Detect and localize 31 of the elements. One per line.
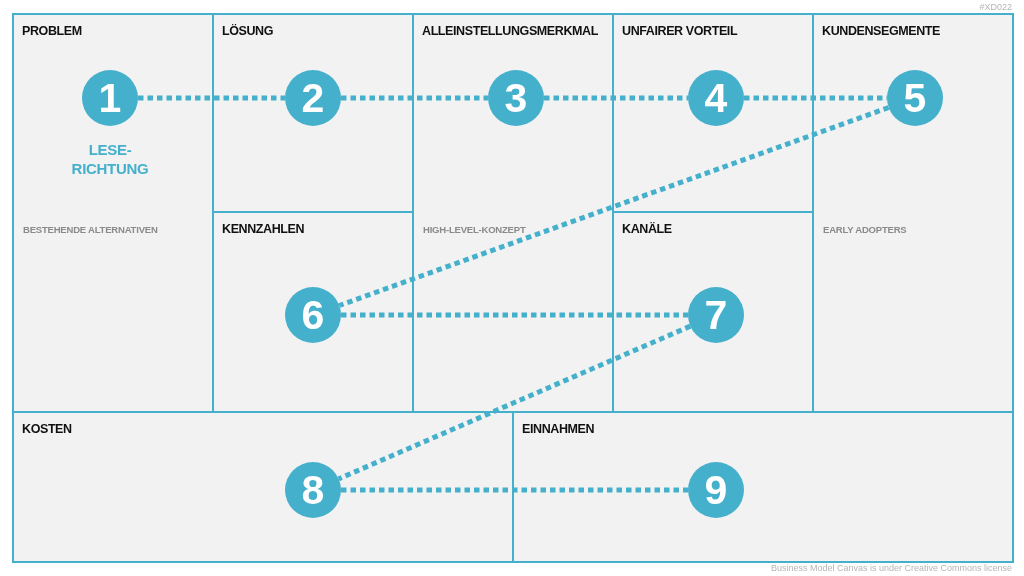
- canvas-panel: [612, 13, 814, 213]
- canvas-panel: [412, 13, 614, 413]
- dotted-connector-line: [341, 487, 688, 493]
- panel-heading: LÖSUNG: [222, 24, 274, 39]
- panel-heading: EINNAHMEN: [522, 422, 595, 437]
- dotted-connector-line: [337, 323, 692, 482]
- canvas-panel: [612, 211, 814, 413]
- dotted-connector-line: [341, 95, 488, 101]
- panel-heading: KENNZAHLEN: [222, 222, 305, 237]
- panel-heading: ALLEINSTELLUNGSMERKMAL: [422, 24, 598, 39]
- canvas-panel: [12, 411, 514, 563]
- canvas-panel: [212, 211, 414, 413]
- dotted-connector-line: [338, 105, 890, 308]
- dotted-connector-line: [341, 312, 688, 318]
- panel-heading: PROBLEM: [22, 24, 82, 39]
- dotted-connector-line: [544, 95, 688, 101]
- canvas-panel: [512, 411, 1014, 563]
- panel-subheading: BESTEHENDE ALTERNATIVEN: [23, 224, 158, 236]
- license-note: Business Model Canvas is under Creative Commons license: [770, 564, 1012, 573]
- panel-subheading: HIGH-LEVEL-KONZEPT: [423, 224, 526, 236]
- panel-heading: KUNDENSEGMENTE: [822, 24, 941, 39]
- canvas-panel: [812, 13, 1014, 413]
- panel-heading: UNFAIRER VORTEIL: [622, 24, 738, 39]
- canvas-panel: [12, 13, 214, 413]
- dotted-connector-line: [138, 95, 285, 101]
- reading-direction-label: LESE- RICHTUNG: [70, 140, 150, 178]
- panel-heading: KOSTEN: [22, 422, 72, 437]
- panel-heading: KANÄLE: [622, 222, 672, 237]
- canvas-panel: [212, 13, 414, 213]
- slide-code: #XD022: [979, 3, 1012, 12]
- panel-subheading: EARLY ADOPTERS: [823, 224, 907, 236]
